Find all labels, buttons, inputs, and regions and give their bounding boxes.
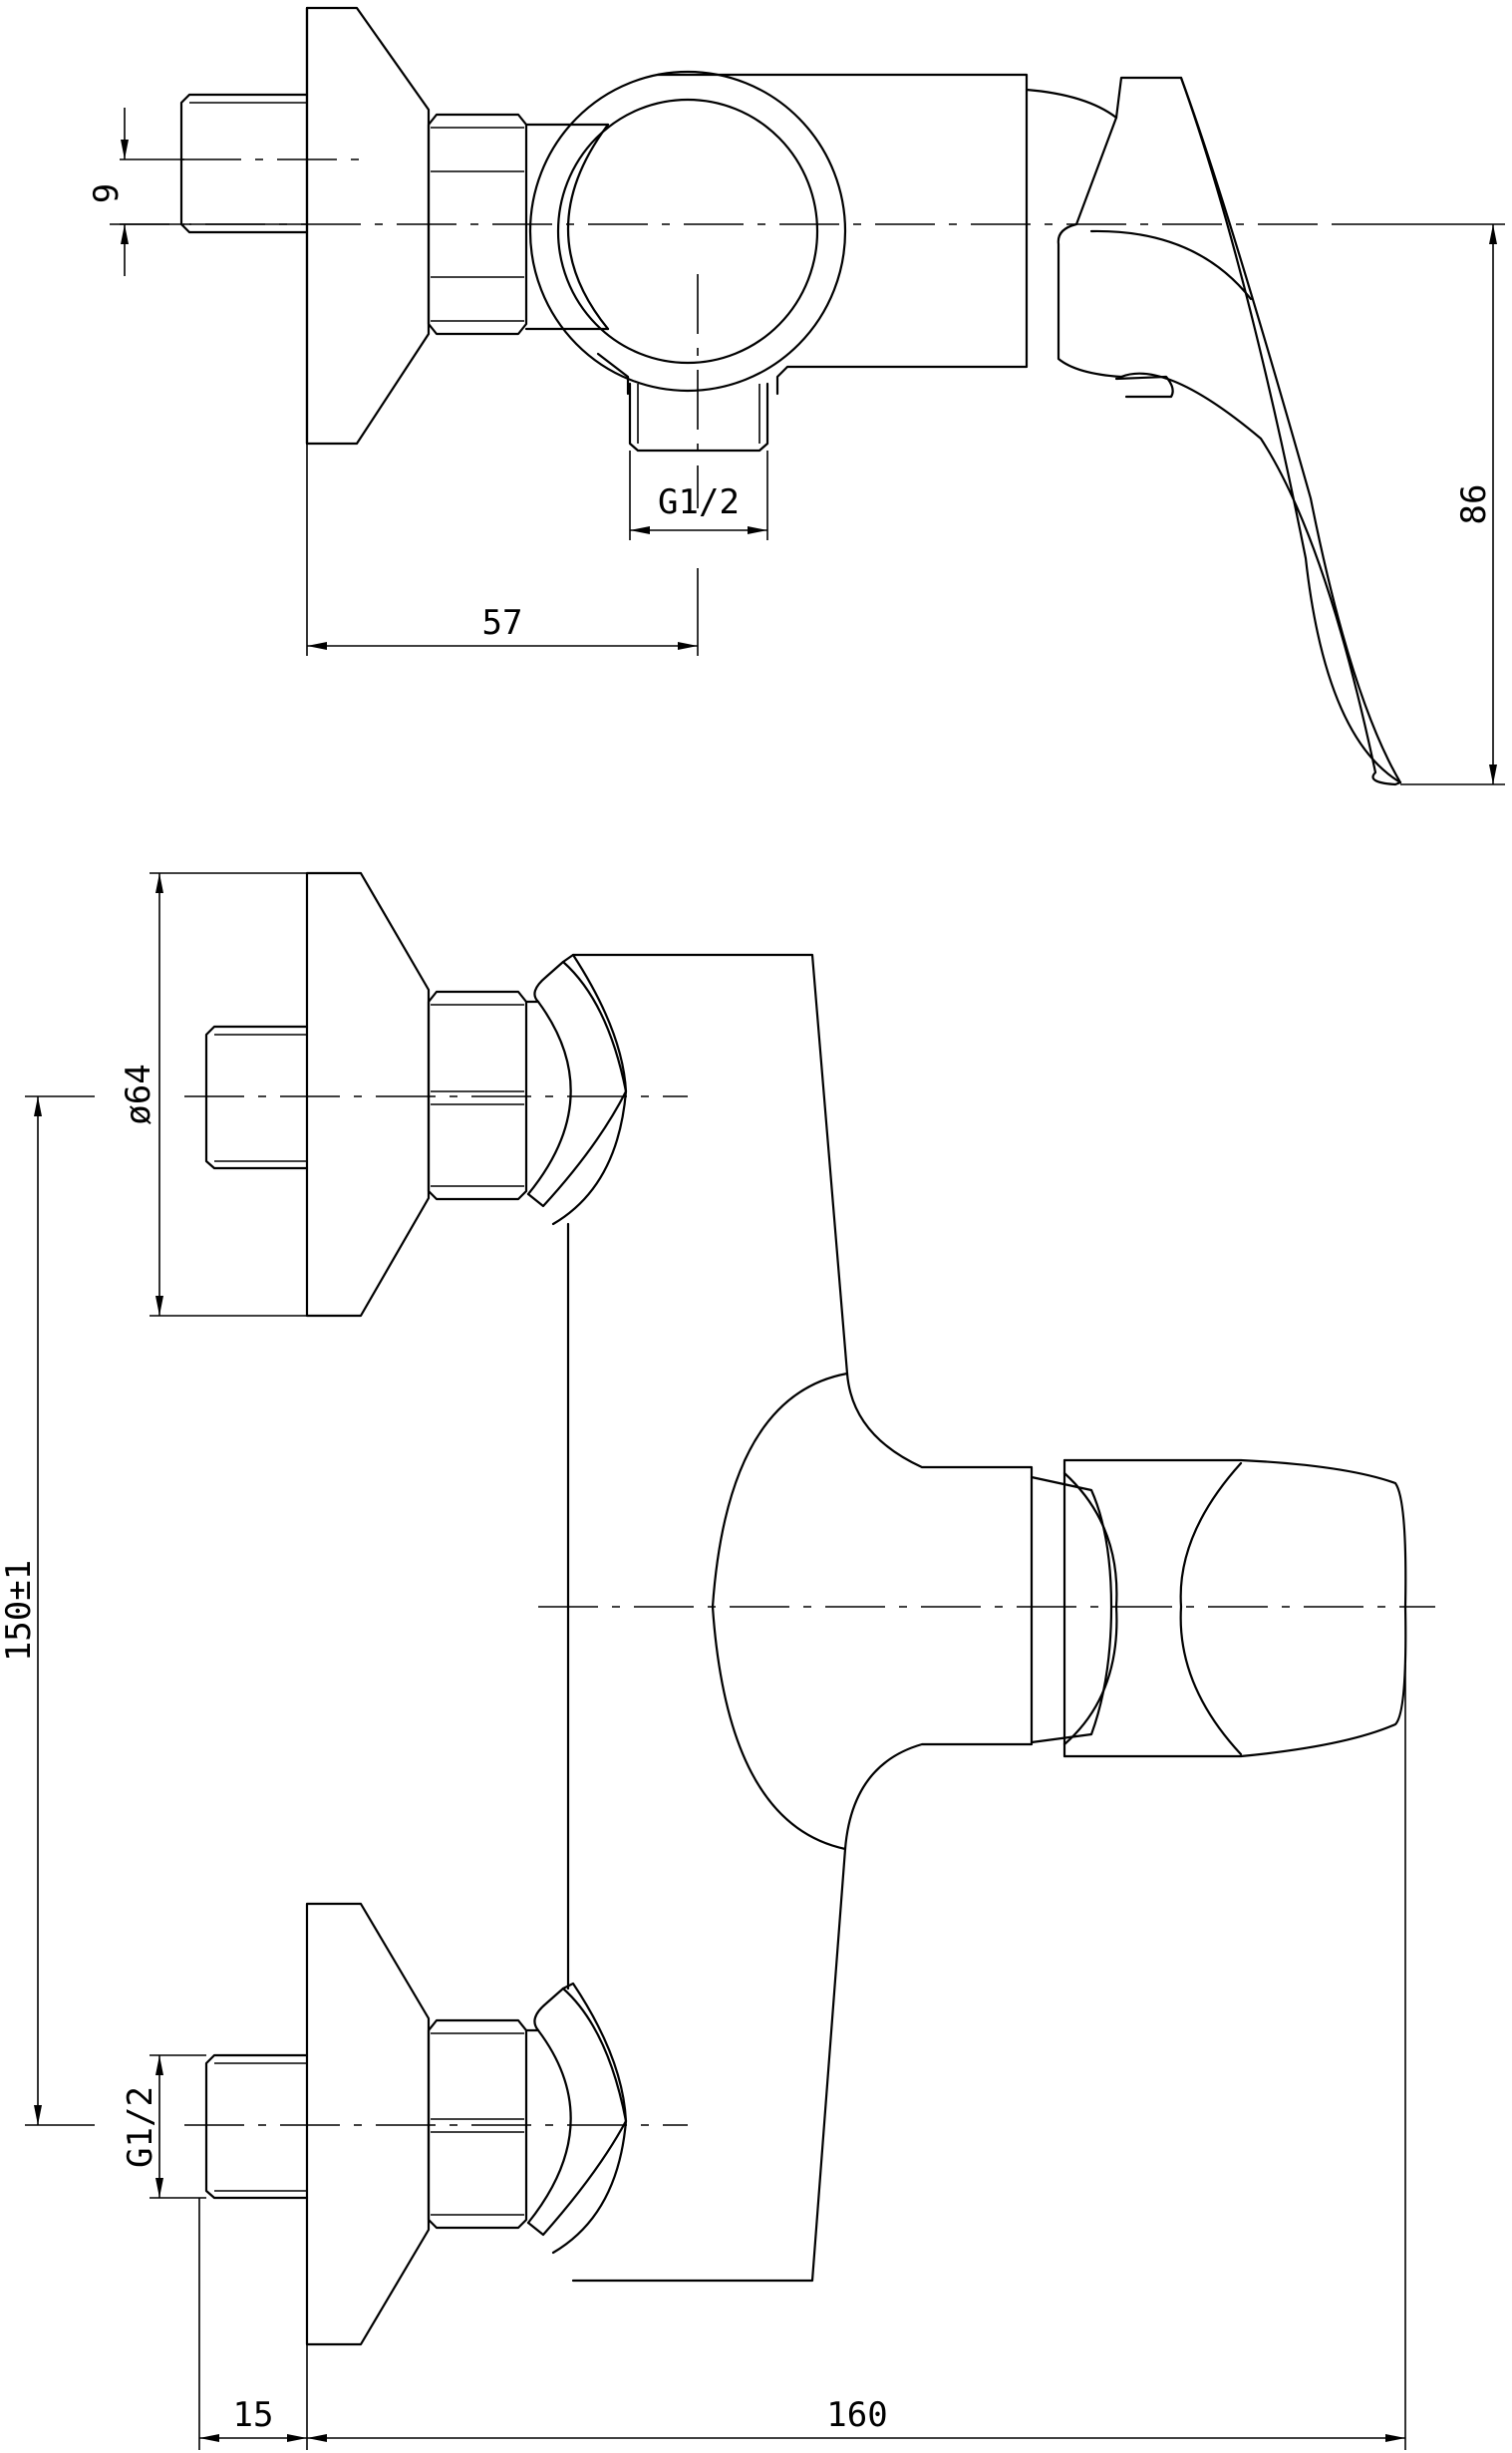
front-lower-hex-nut: [427, 2018, 528, 2230]
side-hex-nut: [427, 113, 528, 336]
dimension-15-label: 15: [233, 2395, 274, 2435]
dimension-86: 86: [1336, 223, 1505, 785]
front-upper-pipe-stub: [204, 1025, 309, 1170]
dimension-diameter-64: ø64: [119, 872, 307, 1317]
front-upper-connector: [524, 953, 628, 1226]
front-upper-flange: [305, 871, 431, 1318]
side-valve-body: [524, 70, 1029, 396]
front-view: ø64 150±1 G1/2 15 160: [0, 871, 1435, 2450]
front-lower-pipe-stub: [204, 2053, 309, 2200]
dimension-150: 150±1: [0, 1095, 95, 2126]
front-lower-flange: [305, 1902, 431, 2346]
side-outlet-stub: [628, 382, 769, 453]
dimension-9-label: 9: [87, 183, 127, 203]
side-pipe-stub: [179, 93, 309, 234]
side-view: 9 G1/2 57 86: [87, 6, 1505, 786]
side-wall-flange: [305, 6, 431, 446]
front-valve-body: [566, 953, 1034, 2283]
dimension-outlet-thread-label: G1/2: [658, 482, 740, 522]
dimension-160: 160: [307, 1665, 1406, 2450]
dimension-9: 9: [87, 108, 184, 276]
dimension-86-label: 86: [1454, 484, 1494, 525]
front-lower-connector: [524, 1982, 628, 2255]
front-upper-hex-nut: [427, 990, 528, 1201]
dimension-160-label: 160: [826, 2395, 887, 2435]
dimension-57-label: 57: [482, 603, 523, 643]
dimension-57: 57: [306, 444, 699, 656]
side-lever-handle: [1025, 76, 1402, 786]
dimension-15: 15: [198, 2198, 308, 2450]
dimension-inlet-thread-label: G1/2: [121, 2086, 160, 2168]
dimension-150-label: 150±1: [0, 1560, 39, 1662]
dimension-inlet-thread: G1/2: [121, 2054, 206, 2199]
dimension-diameter-64-label: ø64: [119, 1064, 158, 1124]
front-handle: [1030, 1458, 1407, 1758]
dimension-outlet-thread: G1/2: [629, 451, 768, 540]
